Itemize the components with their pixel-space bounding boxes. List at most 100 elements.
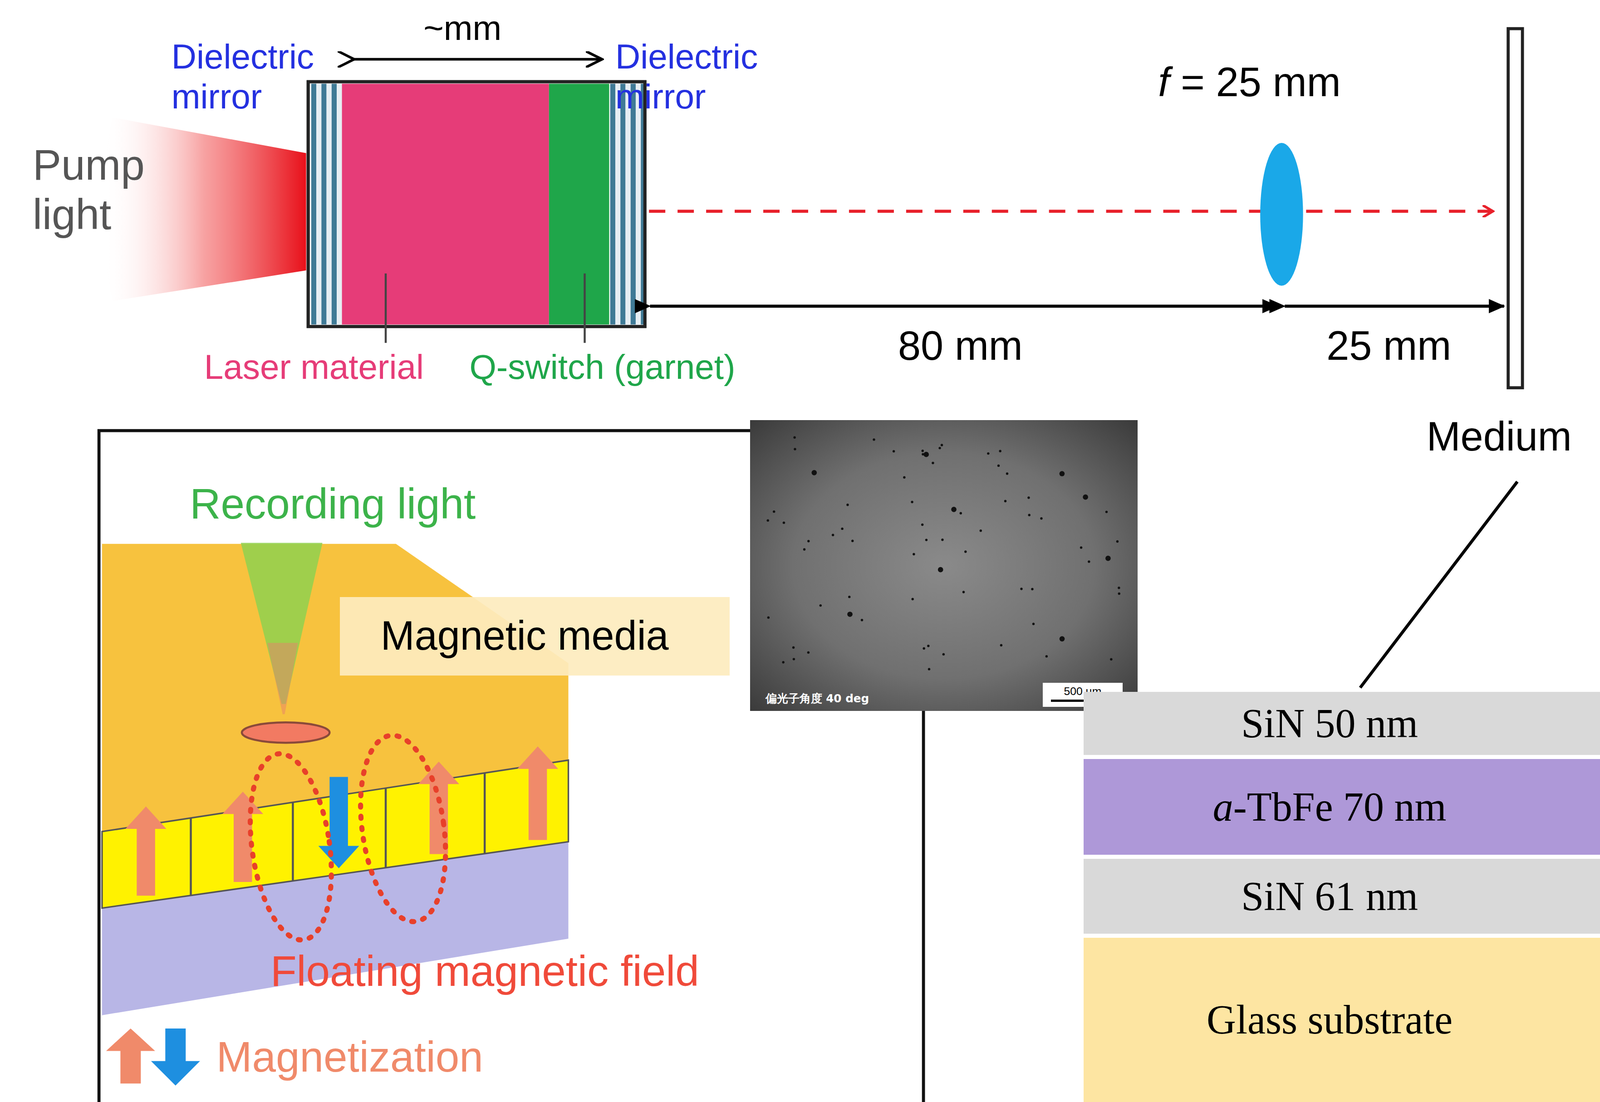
defect-dot: [911, 598, 914, 601]
dimension-arrow: [1284, 304, 1504, 308]
cell-divider: [291, 802, 294, 881]
defect-dot: [1105, 510, 1108, 514]
label: Recording light: [189, 479, 476, 530]
micrograph-dots: [750, 420, 1139, 712]
defect-dot: [793, 448, 796, 451]
defect-dot: [964, 550, 967, 554]
defect-dot: [959, 512, 962, 515]
defect-dot: [846, 504, 849, 507]
cavity-outline: [308, 81, 645, 327]
defect-dot: [1032, 623, 1035, 626]
magnetization-up-icon: [106, 1028, 156, 1084]
dielectric-mirror: [311, 83, 342, 325]
defect-dot: [793, 436, 796, 439]
label: 25 mm: [1326, 322, 1452, 370]
defect-dot: [937, 567, 944, 573]
defect-dot: [940, 444, 943, 447]
defect-dot: [847, 612, 853, 618]
layer-label: SiN 50 nm: [1241, 700, 1419, 747]
defect-dot: [811, 470, 817, 476]
layer-band: Glass substrate: [1083, 937, 1600, 1102]
defect-dot: [1117, 592, 1120, 595]
defect-dot: [1117, 587, 1120, 590]
defect-dot: [910, 500, 913, 504]
defect-dot: [766, 616, 770, 619]
label: f = 25 mm: [1158, 58, 1341, 106]
layer-band: a-TbFe 70 nm: [1083, 759, 1600, 855]
label: Medium: [1426, 413, 1572, 461]
defect-dot: [962, 591, 965, 594]
layer-label: SiN 61 nm: [1241, 873, 1419, 920]
magnetization-up: [517, 746, 559, 840]
defect-dot: [1030, 588, 1034, 591]
cell-divider: [483, 773, 486, 854]
defect-dot: [860, 619, 864, 622]
defect-dot: [807, 651, 810, 654]
mirror-stripe: [635, 83, 641, 325]
label: Q-switch (garnet): [469, 347, 736, 388]
defect-dot: [892, 450, 895, 453]
recording-layer: [102, 760, 569, 908]
mirror-stripe: [610, 83, 616, 325]
defect-dot: [998, 450, 1002, 453]
leader-line: [384, 273, 387, 344]
defect-dot: [1027, 514, 1031, 517]
defect-dot: [1004, 500, 1007, 503]
cell-divider: [384, 788, 387, 868]
defect-dot: [766, 519, 769, 522]
label: Magnetization: [216, 1032, 484, 1083]
defect-dot: [941, 539, 944, 542]
defect-dot: [1027, 496, 1030, 500]
defect-dot: [1109, 658, 1113, 661]
layer-band: SiN 61 nm: [1083, 858, 1600, 934]
laser-material: [341, 83, 549, 325]
layer-label: Glass substrate: [1206, 996, 1453, 1044]
defect-dot: [782, 521, 786, 525]
defect-dot: [1087, 560, 1090, 564]
defect-dot: [848, 595, 851, 599]
laser-beam: [648, 209, 1493, 213]
mirror-stripe: [625, 83, 631, 325]
beam-focus: [267, 642, 298, 715]
defect-dot: [1020, 588, 1023, 591]
defect-dot: [1079, 546, 1083, 550]
defect-dot: [938, 446, 941, 450]
defect-dot: [927, 645, 930, 648]
laser-spot: [241, 722, 330, 743]
layer-label: a-TbFe 70 nm: [1212, 783, 1447, 831]
mirror-stripe: [615, 83, 621, 325]
defect-dot: [1045, 655, 1048, 658]
defect-dot: [979, 530, 982, 533]
label: Floating magnetic field: [270, 947, 700, 997]
field-loop: [239, 748, 343, 946]
mirror-stripe: [316, 83, 322, 325]
defect-dot: [781, 661, 785, 664]
defect-dot: [1040, 517, 1043, 521]
defect-dot: [1059, 636, 1066, 643]
defect-dot: [831, 534, 835, 537]
caption-text: 偏光子角度 40 deg: [765, 691, 870, 707]
defect-dot: [792, 658, 796, 661]
defect-dot: [921, 453, 924, 456]
magnetization-up: [418, 761, 460, 855]
leader-line: [1360, 481, 1518, 688]
dimension-arrow: [649, 304, 1278, 308]
label: Dielectric mirror: [615, 36, 820, 117]
leader-line: [583, 273, 586, 344]
mirror-stripe: [326, 83, 332, 325]
layer-band: SiN 50 nm: [1083, 692, 1600, 756]
defect-dot: [925, 539, 928, 542]
mirror-stripe: [620, 83, 626, 325]
medium-plate: [1508, 28, 1523, 388]
defect-dot: [921, 449, 924, 452]
cell-divider: [189, 818, 192, 896]
label: Pump light: [32, 140, 176, 240]
defect-dot: [997, 464, 1000, 467]
dielectric-mirror: [610, 83, 647, 325]
label-box: Magnetic media: [339, 597, 730, 676]
defect-dot: [772, 510, 776, 513]
defect-dot: [872, 438, 875, 442]
defect-dot: [903, 476, 906, 479]
label: Laser material: [204, 347, 424, 388]
